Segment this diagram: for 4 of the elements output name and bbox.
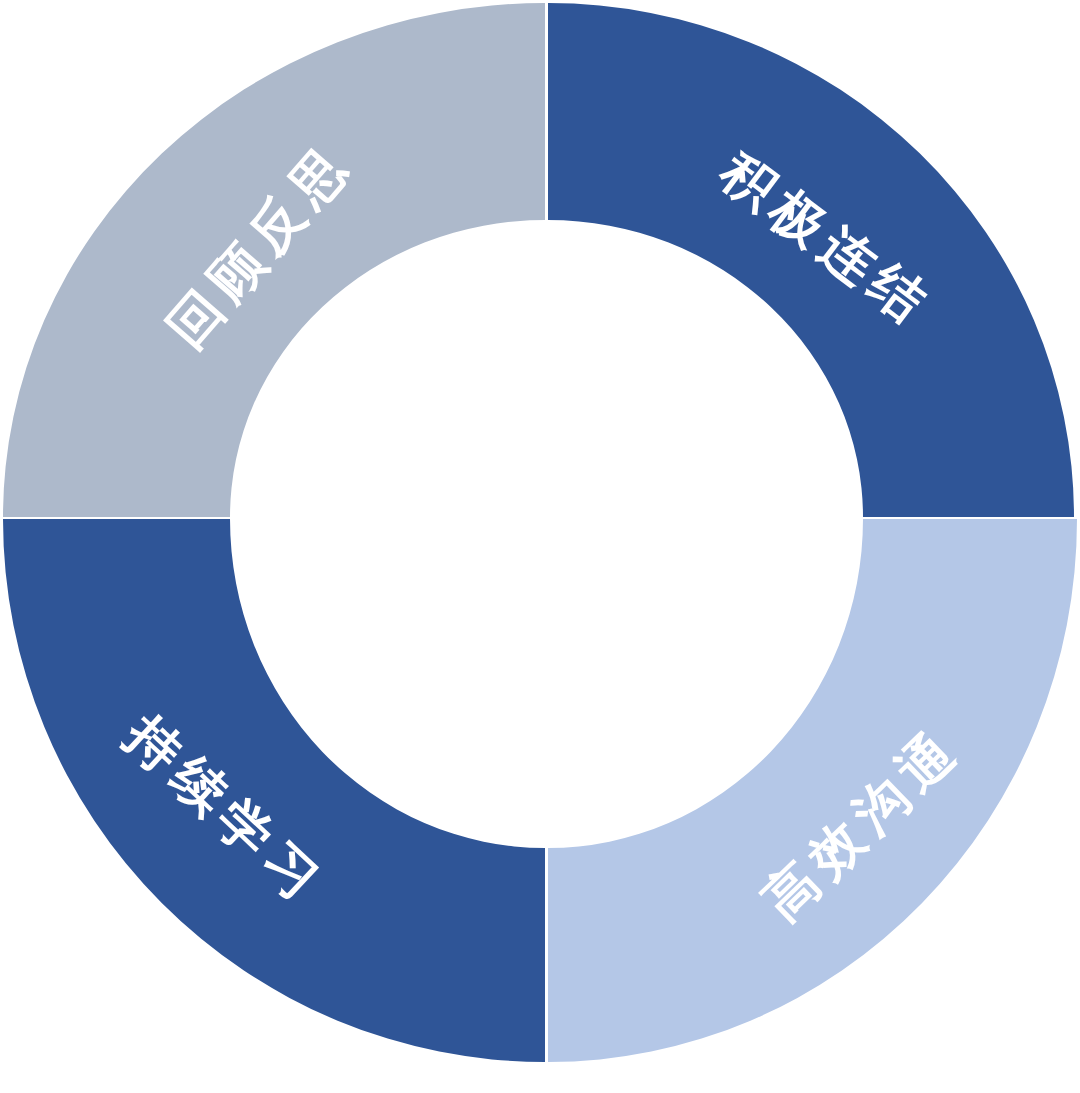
segment-label: 回顾反思	[153, 133, 361, 361]
segment-label: 积极连结	[708, 138, 942, 335]
segment-label: 持续学习	[112, 701, 335, 913]
segment-label: 高效沟通	[749, 717, 969, 933]
